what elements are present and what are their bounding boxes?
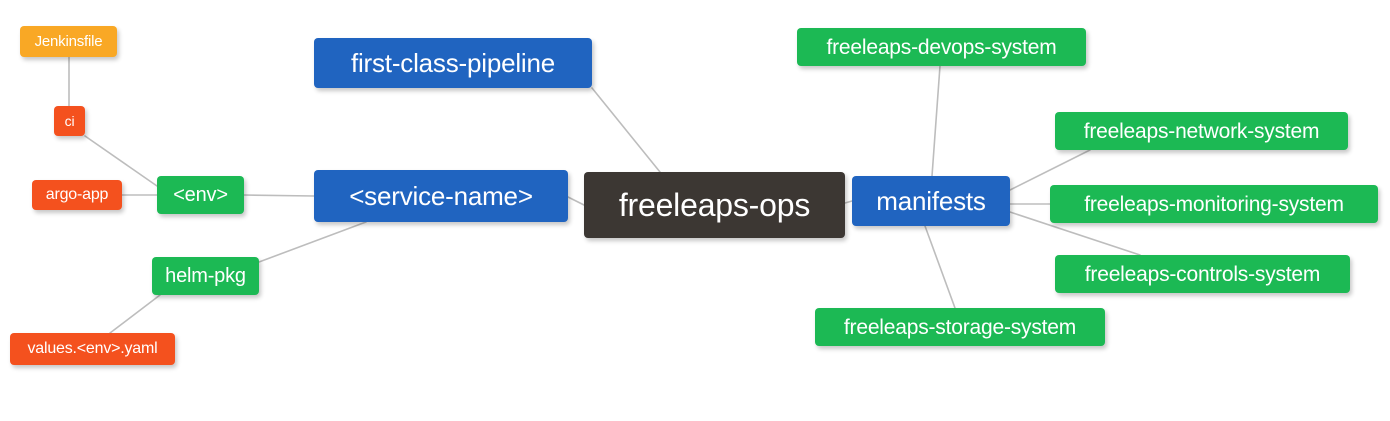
node-monitoring-system[interactable]: freeleaps-monitoring-system xyxy=(1050,185,1378,223)
node-network-system[interactable]: freeleaps-network-system xyxy=(1055,112,1348,150)
node-devops-system[interactable]: freeleaps-devops-system xyxy=(797,28,1086,66)
edge-service-name-to-helm-pkg xyxy=(258,221,367,263)
node-helm-pkg[interactable]: helm-pkg xyxy=(152,257,259,295)
edge-helm-pkg-to-values-yaml xyxy=(109,294,161,334)
edge-manifests-to-devops-system xyxy=(931,65,941,177)
edge-env-to-ci xyxy=(84,135,158,187)
node-ci[interactable]: ci xyxy=(54,106,85,136)
edge-freeleaps-ops-to-manifests xyxy=(844,200,853,204)
node-freeleaps-ops[interactable]: freeleaps-ops xyxy=(584,172,845,238)
node-storage-system[interactable]: freeleaps-storage-system xyxy=(815,308,1105,346)
node-first-class-pipeline[interactable]: first-class-pipeline xyxy=(314,38,592,88)
node-values-yaml[interactable]: values.<env>.yaml xyxy=(10,333,175,365)
node-controls-system[interactable]: freeleaps-controls-system xyxy=(1055,255,1350,293)
edge-freeleaps-ops-to-service-name xyxy=(567,196,585,206)
node-env[interactable]: <env> xyxy=(157,176,244,214)
node-argo-app[interactable]: argo-app xyxy=(32,180,122,210)
edge-manifests-to-network-system xyxy=(1009,149,1091,191)
node-jenkinsfile[interactable]: Jenkinsfile xyxy=(20,26,117,57)
edge-freeleaps-ops-to-first-class-pipeline xyxy=(591,87,661,173)
edge-manifests-to-storage-system xyxy=(924,225,956,309)
node-manifests[interactable]: manifests xyxy=(852,176,1010,226)
edge-service-name-to-env xyxy=(243,194,315,197)
node-service-name[interactable]: <service-name> xyxy=(314,170,568,222)
